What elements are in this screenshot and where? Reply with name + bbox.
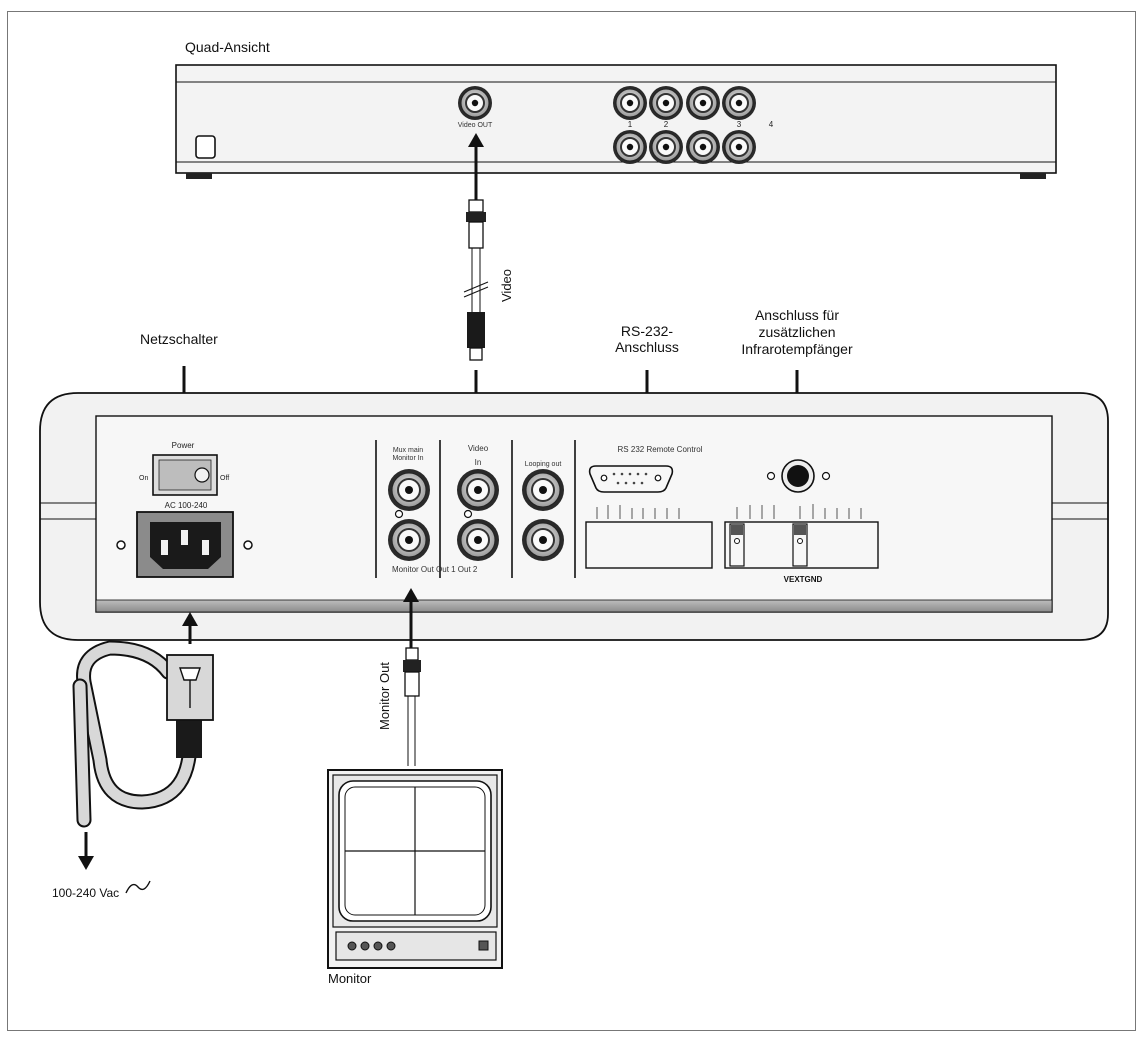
video-cable: Video bbox=[463, 133, 514, 436]
out2-connector bbox=[521, 518, 565, 562]
out1-connector bbox=[456, 518, 500, 562]
quad-input-connector bbox=[685, 85, 721, 121]
quad-power-button bbox=[195, 135, 216, 159]
ir-label-line1: Anschluss für bbox=[755, 307, 839, 323]
monitor-label: Monitor bbox=[328, 971, 372, 986]
ir-label-line3: Infrarotempfänger bbox=[741, 341, 853, 357]
quad-device-label: Quad-Ansicht bbox=[185, 39, 270, 55]
rs232-remote-label: RS 232 Remote Control bbox=[618, 445, 703, 454]
ac-rating-label: AC 100-240 bbox=[165, 501, 208, 510]
quad-input-connector bbox=[612, 85, 648, 121]
video-in-label: In bbox=[475, 458, 482, 467]
diagram-frame bbox=[7, 11, 1136, 1031]
rear-panel bbox=[95, 415, 1053, 613]
alarm-terminal-block bbox=[724, 504, 879, 569]
ir-receiver-jack bbox=[766, 459, 831, 493]
quad-loop-connector bbox=[612, 129, 648, 165]
quad-input-connector bbox=[721, 85, 757, 121]
quad-video-out-connector bbox=[457, 85, 493, 121]
monitor-out-cable-label: Monitor Out bbox=[377, 662, 392, 730]
looping-out-connector bbox=[521, 468, 565, 512]
power-switch-label: Netzschalter bbox=[140, 331, 218, 347]
mains-voltage-label: 100-240 Vac bbox=[52, 886, 119, 900]
ir-label-line2: zusätzlichen bbox=[758, 324, 835, 340]
looping-out-label: Looping out bbox=[525, 461, 562, 468]
power-off-label: Off bbox=[220, 475, 229, 482]
video-in-connector bbox=[456, 468, 500, 512]
ac-wave-icon bbox=[125, 880, 151, 894]
power-on-label: On bbox=[139, 475, 148, 482]
monitor-out-cable: Monitor Out bbox=[377, 588, 421, 766]
monitor-out-connector bbox=[387, 518, 431, 562]
monitor-outputs-label: Monitor Out Out 1 Out 2 bbox=[392, 565, 478, 574]
quad-video-out-label: Video OUT bbox=[458, 122, 493, 129]
power-cord bbox=[72, 612, 214, 870]
quad-input-number: 4 bbox=[769, 120, 774, 129]
ac-inlet bbox=[116, 511, 253, 578]
quad-input-number: 3 bbox=[737, 120, 742, 129]
quad-loop-connector bbox=[721, 129, 757, 165]
mux-main-label: Mux main bbox=[393, 447, 423, 454]
rs232-label-line2: Anschluss bbox=[615, 339, 679, 355]
quad-input-number: 1 bbox=[628, 120, 633, 129]
power-plug bbox=[166, 654, 214, 721]
power-label: Power bbox=[172, 441, 195, 450]
video-label: Video bbox=[468, 444, 489, 453]
quad-loop-connector bbox=[685, 129, 721, 165]
quad-loop-connector bbox=[648, 129, 684, 165]
monitor bbox=[327, 769, 503, 969]
video-cable-label: Video bbox=[499, 269, 514, 302]
quad-input-number: 2 bbox=[664, 120, 669, 129]
rs232-label-line1: RS-232- bbox=[621, 323, 673, 339]
vextgnd-label: VEXTGND bbox=[784, 575, 823, 584]
quad-device: Quad-Ansicht Video OUT 1 2 3 4 bbox=[175, 39, 1057, 179]
rs232-db9-port bbox=[588, 465, 674, 493]
monitor-in-connector bbox=[387, 468, 431, 512]
monitor-in-label: Monitor In bbox=[392, 455, 423, 462]
rs232-terminal-block bbox=[585, 505, 713, 569]
main-unit: Power On Off AC 100-240 Mux main Monitor… bbox=[39, 392, 1109, 641]
quad-input-connector bbox=[648, 85, 684, 121]
